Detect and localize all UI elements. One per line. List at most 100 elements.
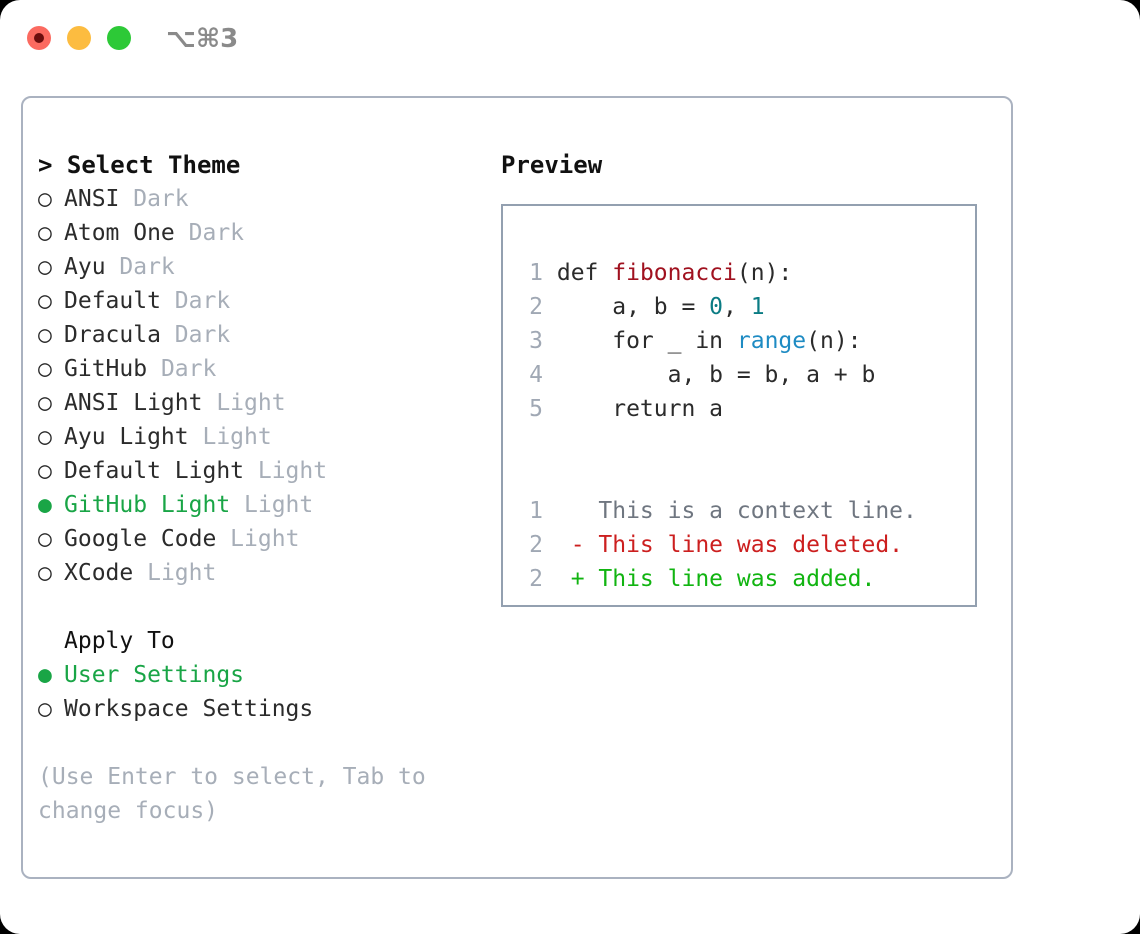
code-token: a, b =: [543, 294, 710, 320]
line-number: 1: [529, 498, 543, 524]
code-token: (n):: [736, 260, 793, 286]
diff-marker: [543, 498, 598, 524]
diff-marker: -: [543, 532, 599, 558]
code-token: a, b = b, a + b: [543, 362, 876, 388]
theme-list-item[interactable]: ○ Atom One Dark: [38, 216, 488, 250]
code-line: 5 return a: [517, 392, 969, 426]
keyboard-hint-text: (Use Enter to select, Tab to change focu…: [38, 764, 426, 824]
code-line: 4 a, b = b, a + b: [517, 358, 969, 392]
line-number: 2: [529, 294, 543, 320]
theme-category: Light: [133, 560, 217, 586]
theme-category: Light: [216, 526, 300, 552]
theme-name: Ayu Light: [64, 424, 189, 450]
theme-list-item[interactable]: ○ Dracula Dark: [38, 318, 488, 352]
radio-unselected-icon: ○: [38, 560, 66, 586]
theme-picker-column: > Select Theme ○ ANSI Dark○ Atom One Dar…: [38, 148, 488, 828]
apply-to-section: Apply To ● User Settings○ Workspace Sett…: [38, 624, 488, 726]
radio-unselected-icon: ○: [38, 288, 66, 314]
code-token-call: range: [736, 328, 807, 354]
theme-list-item[interactable]: ○ Ayu Dark: [38, 250, 488, 284]
theme-list-item[interactable]: ○ Ayu Light Light: [38, 420, 488, 454]
theme-name: ANSI Light: [64, 390, 203, 416]
theme-category: Light: [188, 424, 272, 450]
apply-to-option[interactable]: ● User Settings: [38, 658, 488, 692]
line-number: 4: [529, 362, 543, 388]
theme-category: Dark: [160, 288, 231, 314]
code-token: def: [543, 260, 613, 286]
radio-unselected-icon: ○: [38, 356, 66, 382]
prompt-caret-icon: >: [38, 151, 67, 179]
line-number: 2: [529, 566, 543, 592]
apply-to-option-label: User Settings: [64, 662, 245, 688]
select-theme-title: Select Theme: [66, 151, 241, 179]
code-token: ,: [723, 294, 751, 320]
zoom-button[interactable]: [107, 26, 131, 50]
radio-unselected-icon: ○: [38, 220, 66, 246]
diff-line-added: 2 + This line was added.: [517, 562, 969, 596]
theme-category: Dark: [119, 186, 189, 212]
theme-list-item[interactable]: ○ ANSI Dark: [38, 182, 488, 216]
record-indicator-icon: [34, 33, 44, 43]
code-token-number: 1: [750, 294, 765, 320]
radio-selected-icon: ●: [38, 662, 66, 688]
radio-unselected-icon: ○: [38, 390, 66, 416]
diff-text: This line was deleted.: [598, 532, 904, 558]
theme-category: Light: [202, 390, 286, 416]
theme-list-item[interactable]: ○ GitHub Dark: [38, 352, 488, 386]
theme-list-item[interactable]: ○ Default Light Light: [38, 454, 488, 488]
radio-unselected-icon: ○: [38, 322, 66, 348]
apply-to-option[interactable]: ○ Workspace Settings: [38, 692, 488, 726]
title-bar: ⌥⌘3: [0, 0, 1140, 78]
theme-name: Default: [64, 288, 161, 314]
theme-category: Dark: [174, 220, 245, 246]
theme-category: Dark: [160, 322, 231, 348]
radio-unselected-icon: ○: [38, 458, 66, 484]
theme-list-item[interactable]: ○ Google Code Light: [38, 522, 488, 556]
apply-to-options: ● User Settings○ Workspace Settings: [38, 658, 488, 726]
radio-unselected-icon: ○: [38, 186, 66, 212]
theme-list-item[interactable]: ● GitHub Light Light: [38, 488, 488, 522]
code-line: 3 for _ in range(n):: [517, 324, 969, 358]
select-theme-heading: > Select Theme: [38, 148, 488, 182]
apply-to-heading: Apply To: [64, 628, 175, 654]
diff-sample: 1 This is a context line.2 - This line w…: [517, 494, 969, 596]
theme-category: Light: [244, 458, 328, 484]
theme-name: GitHub: [64, 356, 148, 382]
radio-unselected-icon: ○: [38, 424, 66, 450]
code-token: return a: [543, 396, 724, 422]
apply-to-option-label: Workspace Settings: [64, 696, 314, 722]
theme-name: Atom One: [64, 220, 175, 246]
radio-unselected-icon: ○: [38, 526, 66, 552]
radio-unselected-icon: ○: [38, 254, 66, 280]
theme-name: Dracula: [64, 322, 161, 348]
preview-column: Preview 1 def fibonacci(n):2 a, b = 0, 1…: [501, 148, 1001, 607]
theme-list-item[interactable]: ○ ANSI Light Light: [38, 386, 488, 420]
main-panel: > Select Theme ○ ANSI Dark○ Atom One Dar…: [21, 96, 1013, 879]
line-number: 3: [529, 328, 543, 354]
diff-text: This line was added.: [598, 566, 876, 592]
theme-list-item[interactable]: ○ XCode Light: [38, 556, 488, 590]
theme-category: Dark: [147, 356, 217, 382]
diff-line-deleted: 2 - This line was deleted.: [517, 528, 969, 562]
theme-list: ○ ANSI Dark○ Atom One Dark○ Ayu Dark○ De…: [38, 182, 488, 590]
radio-unselected-icon: ○: [38, 696, 66, 722]
code-token: (n):: [806, 328, 862, 354]
code-token-number: 0: [709, 294, 724, 320]
theme-name: XCode: [64, 560, 134, 586]
code-line: 2 a, b = 0, 1: [517, 290, 969, 324]
preview-heading: Preview: [501, 151, 603, 179]
theme-category: Light: [230, 492, 314, 518]
minimize-button[interactable]: [67, 26, 91, 50]
theme-list-item[interactable]: ○ Default Dark: [38, 284, 488, 318]
line-number: 1: [529, 260, 543, 286]
diff-marker: +: [543, 566, 599, 592]
radio-selected-icon: ●: [38, 492, 66, 518]
theme-name: Default Light: [64, 458, 245, 484]
theme-name: GitHub Light: [64, 492, 231, 518]
diff-line-context: 1 This is a context line.: [517, 494, 969, 528]
code-line: 1 def fibonacci(n):: [517, 256, 969, 290]
keyboard-shortcut-label: ⌥⌘3: [166, 24, 239, 54]
